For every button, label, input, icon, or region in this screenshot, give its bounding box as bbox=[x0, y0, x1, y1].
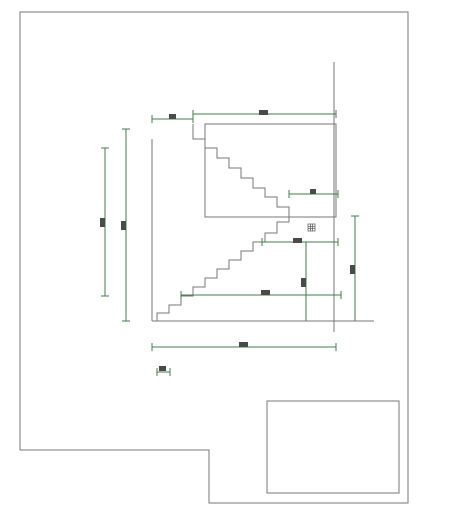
hatch-symbol bbox=[307, 223, 316, 232]
title-block bbox=[266, 400, 400, 494]
sheet-border bbox=[19, 11, 409, 504]
dimension-labels bbox=[100, 110, 355, 371]
dimension-lines bbox=[101, 110, 359, 376]
lower-stair-flight bbox=[156, 221, 289, 321]
upper-landing-outline bbox=[204, 123, 337, 218]
upper-stair-flight bbox=[192, 124, 290, 222]
